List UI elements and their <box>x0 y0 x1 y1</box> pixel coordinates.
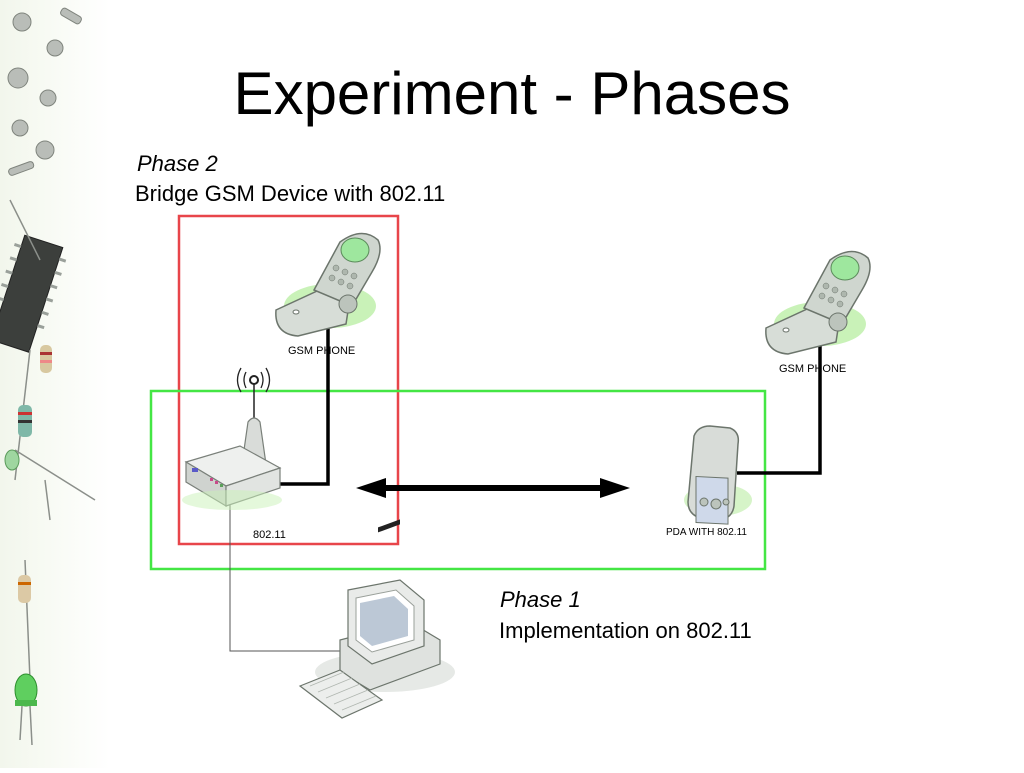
slide-title: Experiment - Phases <box>233 60 791 127</box>
ap-to-gsm-connection-arrow <box>268 289 335 486</box>
phase-2-description: Bridge GSM Device with 802.11 <box>135 181 446 206</box>
screw-shape <box>11 119 29 137</box>
screw-shape <box>60 7 82 25</box>
wire-shape <box>14 449 96 501</box>
screw-shape <box>7 67 29 89</box>
bidirectional-wireless-arrow <box>356 478 630 498</box>
pda-label: PDA WITH 802.11 <box>666 527 747 538</box>
resistor-shape <box>18 405 32 437</box>
screw-shape <box>35 140 55 160</box>
phase-1-boundary <box>149 389 767 571</box>
phase-2-name: Phase 2 <box>137 151 218 176</box>
phase-2-boundary <box>177 214 400 546</box>
wire-shape <box>9 199 41 261</box>
phase-1-name: Phase 1 <box>500 587 581 612</box>
resistor-shape <box>40 345 52 373</box>
phase-1-description: Implementation on 802.11 <box>499 618 752 643</box>
pda-icon <box>684 425 752 525</box>
pda-to-gsm-connection-arrow <box>737 297 827 475</box>
ap-to-computer-cable <box>229 500 345 652</box>
gsm-phone-right-label: GSM PHONE <box>779 363 847 375</box>
electronic-components-decoration <box>0 7 96 746</box>
ic-chip-shape <box>0 234 67 353</box>
gsm-phone-icon <box>275 232 381 337</box>
desktop-computer-icon <box>298 519 455 719</box>
gsm-phone-icon <box>765 250 871 355</box>
led-shape <box>4 449 20 471</box>
wireless-access-point-icon <box>182 367 282 510</box>
led-shape <box>14 673 38 746</box>
resistor-shape <box>18 575 31 603</box>
access-point-label: 802.11 <box>253 529 286 541</box>
screw-shape <box>12 12 32 32</box>
decorative-sidebar <box>0 0 110 768</box>
gsm-phone-left-label: GSM PHONE <box>288 345 356 357</box>
screw-shape <box>46 39 64 57</box>
wire-shape <box>44 479 51 521</box>
screw-shape <box>8 161 35 176</box>
screw-shape <box>39 89 57 107</box>
